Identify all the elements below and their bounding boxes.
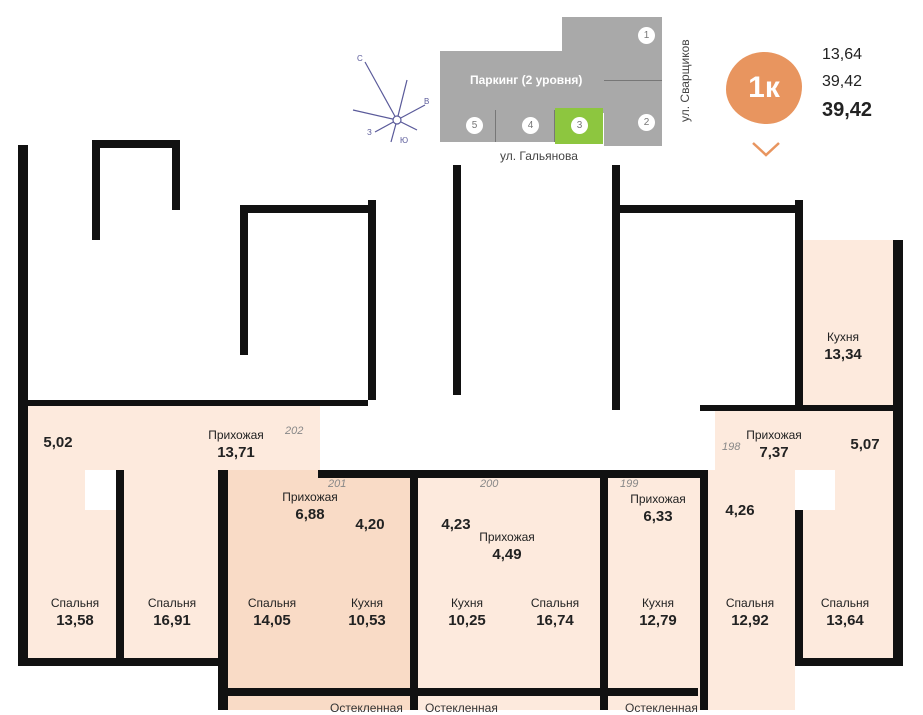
apartment-number: 198	[722, 441, 741, 453]
apartment-number: 202	[285, 425, 304, 437]
compass-west: З	[367, 128, 372, 137]
section-4[interactable]: 4	[522, 117, 539, 134]
room-bathroom[interactable]: 4,20	[355, 516, 385, 533]
compass-east: В	[424, 97, 430, 106]
section-5[interactable]: 5	[466, 117, 483, 134]
total-area: 39,42	[822, 99, 873, 121]
compass-south: Ю	[400, 136, 409, 145]
parking-label: Паркинг (2 уровня)	[470, 73, 583, 87]
section-1[interactable]: 1	[638, 27, 655, 44]
apartment-number: 199	[620, 478, 639, 490]
living-area: 13,64	[822, 46, 863, 63]
chevron-down-icon[interactable]	[751, 140, 781, 158]
street-bottom: ул. Гальянова	[500, 149, 578, 163]
area-value: 39,42	[822, 73, 863, 90]
street-right: ул. Сварщиков	[678, 39, 692, 122]
room-count-badge: 1к	[726, 52, 802, 124]
section-3[interactable]: 3	[571, 117, 588, 134]
section-2[interactable]: 2	[638, 114, 655, 131]
balcony-label: Остекленная	[330, 701, 403, 715]
room-bathroom[interactable]: 5,07	[850, 436, 880, 453]
room-bathroom[interactable]: 5,02	[43, 434, 73, 451]
apartment-number: 200	[480, 478, 499, 490]
compass-north: С	[357, 54, 363, 63]
balcony-label: Остекленная	[625, 701, 698, 715]
room-bathroom[interactable]: 4,26	[725, 502, 755, 519]
room-bathroom[interactable]: 4,23	[441, 516, 471, 533]
balcony-label: Остекленная	[425, 701, 498, 715]
compass-icon	[352, 61, 426, 143]
apartment-number: 201	[328, 478, 347, 490]
